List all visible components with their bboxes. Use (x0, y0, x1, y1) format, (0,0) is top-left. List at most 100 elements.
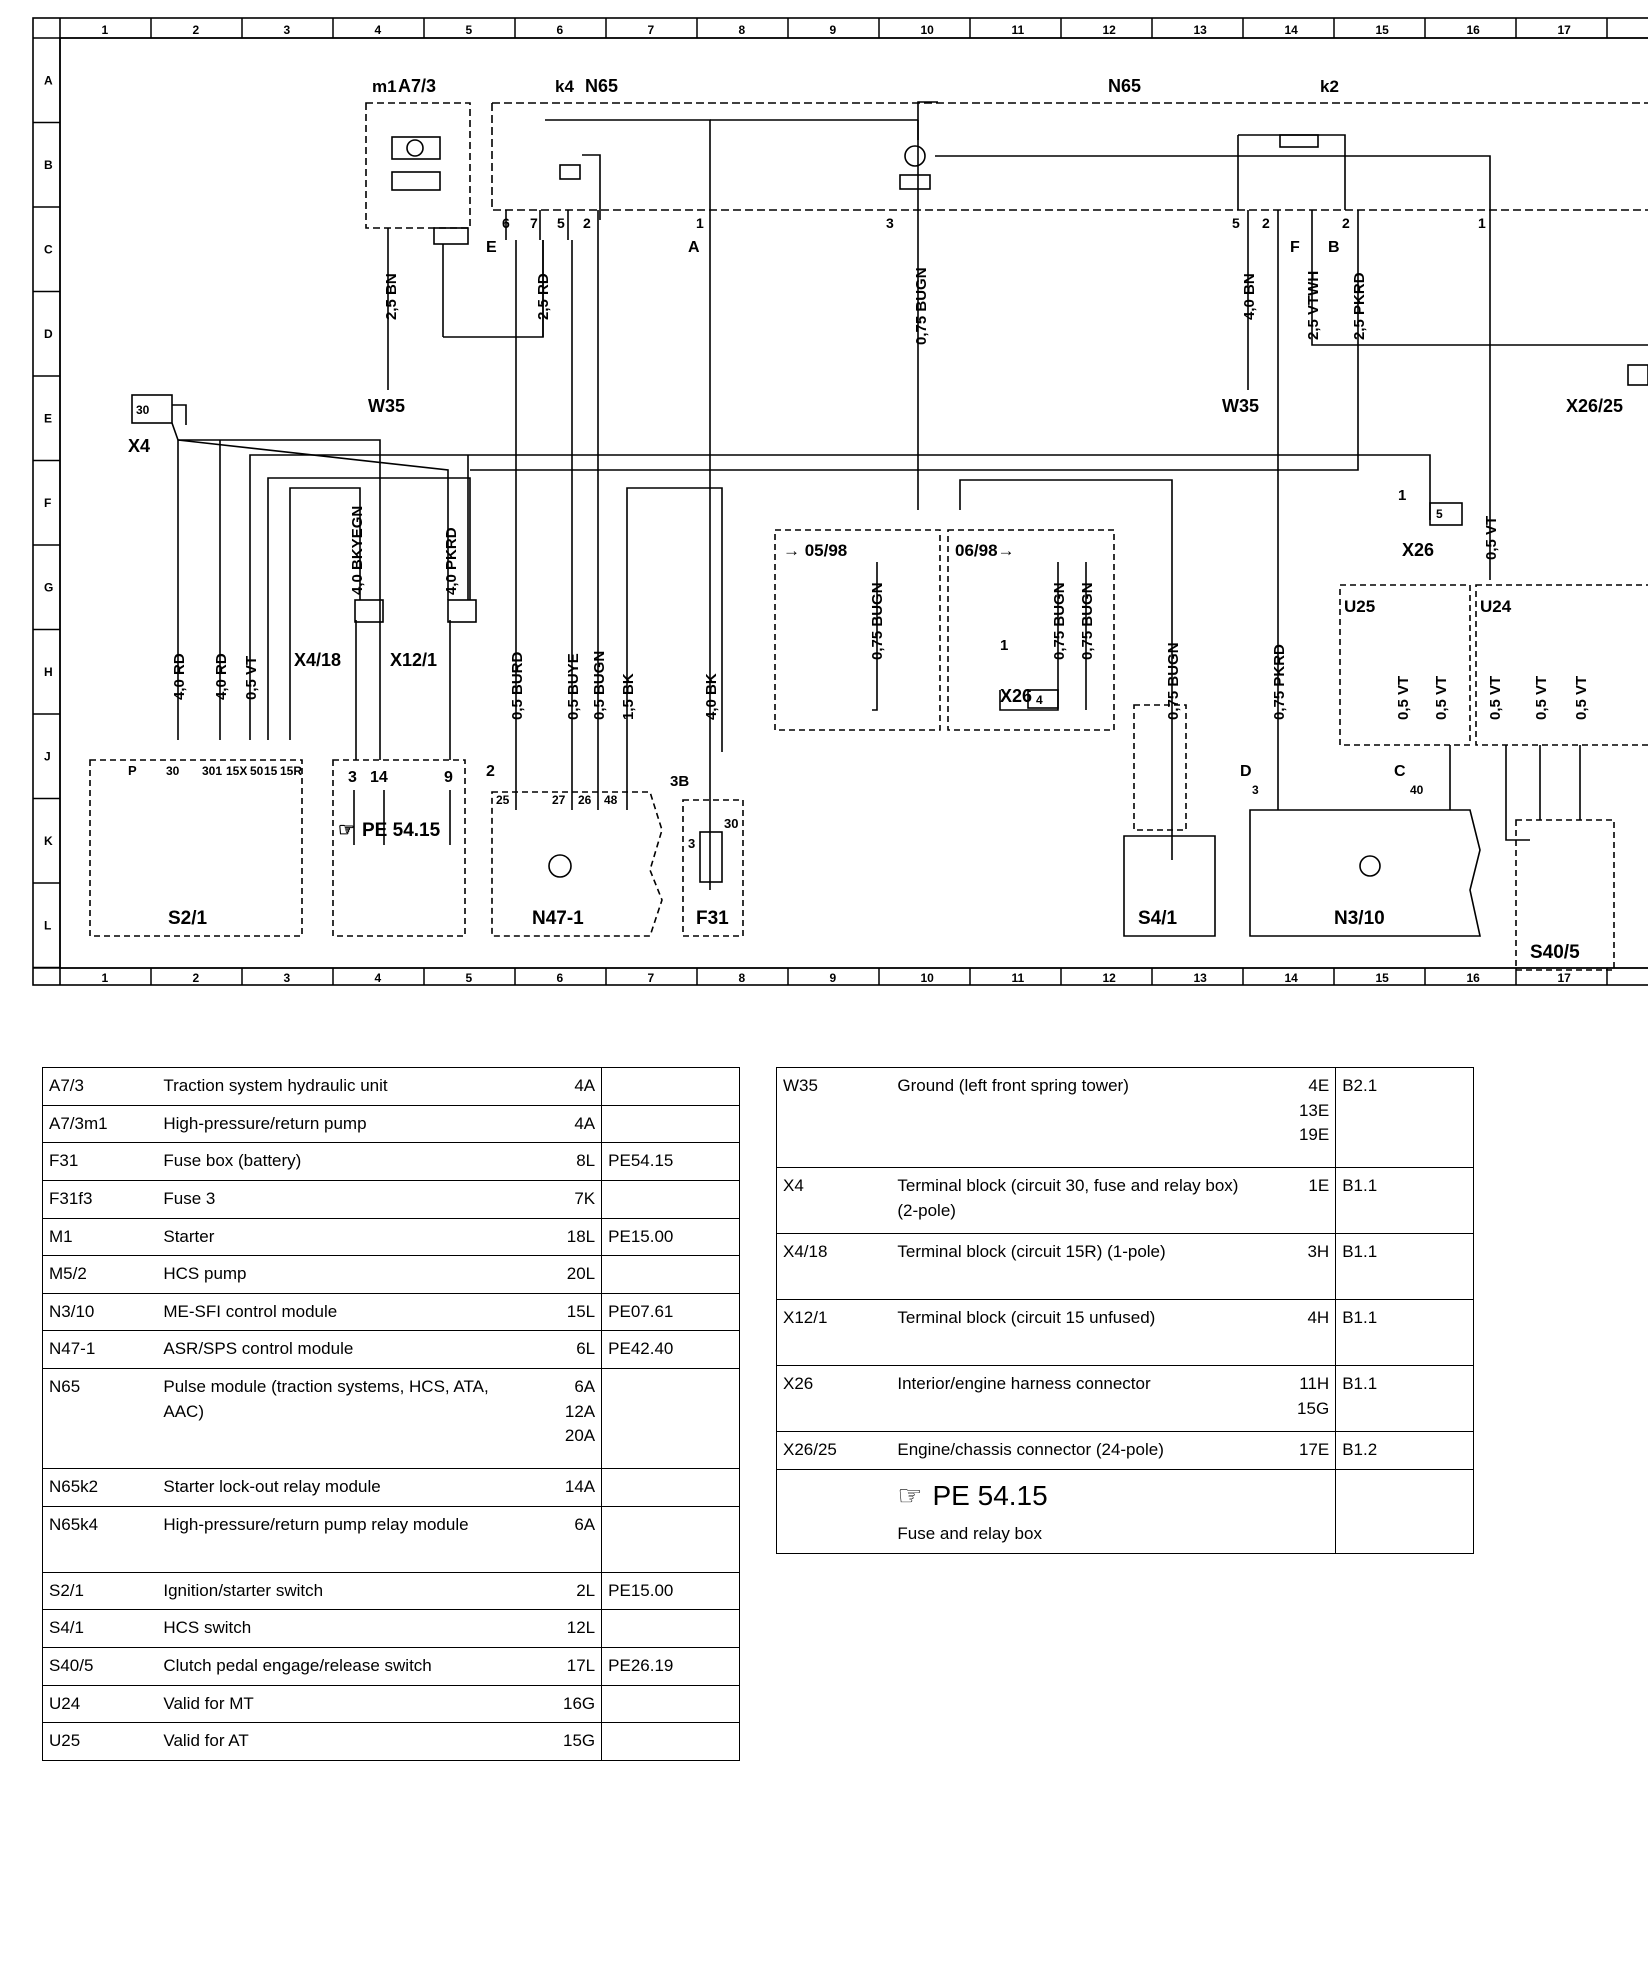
pin-n47-27: 27 (552, 793, 566, 807)
grid-col-label: 11 (1012, 971, 1025, 985)
legend-ref (601, 1179, 740, 1219)
legend-code: S4/1 (42, 1609, 158, 1649)
wire-2-5-bn-left: 2,5 BN (383, 273, 400, 320)
legend-location: 14A (511, 1468, 603, 1507)
legend-ref (601, 1468, 740, 1507)
wire-u24-c: 0,5 VT (1573, 676, 1590, 720)
grid-row-label: K (44, 834, 53, 848)
legend-desc: Valid for AT (157, 1722, 512, 1761)
legend-location: 12L (511, 1609, 603, 1649)
legend-desc: HCS switch (157, 1609, 512, 1649)
grid-col-label: 5 (466, 23, 473, 37)
pin-s2-15r: 15R (280, 764, 302, 778)
legend-code: X4/18 (776, 1233, 892, 1300)
legend-desc: Ground (left front spring tower) (891, 1067, 1246, 1168)
grid-col-label: 17 (1558, 23, 1572, 37)
pin-s2-15x: 15X (226, 764, 247, 778)
legend-location: 7K (511, 1179, 603, 1219)
legend-ref: B1.2 (1335, 1431, 1474, 1470)
legend-location: 4A (511, 1104, 603, 1144)
pin-1-right: 1 (1478, 215, 1486, 231)
legend-code: N47-1 (42, 1330, 158, 1370)
grid-row-label: F (44, 496, 51, 510)
grid-col-label: 3 (284, 971, 291, 985)
pin-6: 6 (502, 215, 510, 231)
wire-0-75-pkrd: 0,75 PKRD (1271, 644, 1288, 720)
legend-location-value: 13E (1298, 1100, 1330, 1120)
grid-col-label: 7 (648, 971, 655, 985)
label-s40-5: S40/5 (1530, 942, 1580, 963)
grid-col-label: 12 (1103, 971, 1117, 985)
legend-location-value: 6L (576, 1339, 596, 1359)
wire-4-0-rd-a: 4,0 RD (171, 653, 188, 700)
legend-location-value: 11H (1299, 1374, 1330, 1393)
legend-desc: Clutch pedal engage/release switch (157, 1647, 512, 1686)
legend-desc: ME-SFI control module (157, 1292, 512, 1332)
legend-ref: PE26.19 (601, 1647, 740, 1686)
pin-2: 2 (583, 215, 591, 231)
legend-code: W35 (776, 1067, 892, 1168)
wiring-diagram: 1122334455667788991010111112121313141415… (32, 17, 1648, 986)
legend-desc: Traction system hydraulic unit (157, 1067, 512, 1106)
pin-x26m-4: 4 (1036, 693, 1043, 707)
label-m1: m1 (372, 77, 397, 96)
legend-location-value: 17E (1298, 1440, 1330, 1459)
legend-location: 3H (1245, 1233, 1337, 1300)
label-k2: k2 (1320, 77, 1339, 96)
grid-col-label: 15 (1376, 23, 1390, 37)
grid-col-label: 1 (102, 971, 109, 985)
grid-row-label: D (44, 327, 53, 341)
label-n47-1: N47-1 (532, 908, 584, 929)
legend-location-value: 15L (566, 1301, 596, 1321)
pin-s2-30: 30 (166, 764, 180, 778)
pin-n47-2: 2 (486, 763, 495, 780)
pin-x26m-1: 1 (1000, 637, 1008, 654)
pin-b: B (1328, 239, 1340, 256)
legend-code: A7/3m1 (42, 1104, 158, 1144)
grid-col-label: 5 (466, 971, 473, 985)
pin-s2-301: 301 (202, 764, 222, 778)
legend-location: 6L (511, 1330, 603, 1370)
legend-location: 15G (511, 1722, 603, 1761)
label-f31: F31 (696, 908, 729, 929)
pin-s2-p: P (128, 763, 137, 778)
legend-desc: Engine/chassis connector (24-pole) (891, 1431, 1246, 1470)
legend-desc: Starter (157, 1217, 512, 1257)
wire-2-5-rd: 2,5 RD (535, 273, 552, 320)
legend-code: N65k4 (42, 1505, 158, 1573)
grid-col-label: 13 (1194, 971, 1208, 985)
legend-code: S2/1 (42, 1571, 158, 1611)
legend-location-value: 4A (574, 1076, 596, 1095)
legend-desc: Terminal block (circuit 30, fuse and rel… (891, 1167, 1246, 1234)
label-x26-mid: X26 (1000, 686, 1032, 706)
label-n65-right: N65 (1108, 76, 1141, 96)
grid-row-label: H (44, 665, 53, 679)
legend-code: U25 (42, 1722, 158, 1761)
legend-location-value: 6A (574, 1377, 596, 1397)
grid-col-label: 14 (1285, 23, 1299, 37)
label-x12-1: X12/1 (390, 650, 437, 670)
legend-note-spacer (776, 1468, 892, 1554)
label-x4-18: X4/18 (294, 650, 341, 670)
pin-n47-25: 25 (496, 793, 510, 807)
wire-2-5-vtwh: 2,5 VTWH (1305, 271, 1322, 340)
pin-e: E (486, 239, 497, 256)
pin-3: 3 (886, 215, 894, 231)
wire-4-0-pkrd: 4,0 PKRD (443, 527, 460, 595)
label-x26-right: X26 (1402, 540, 1434, 560)
legend-desc: Starter lock-out relay module (157, 1468, 512, 1507)
legend-desc: HCS pump (157, 1255, 512, 1294)
pointing-hand-icon: ☞ (897, 1479, 923, 1511)
grid-col-label: 6 (557, 23, 564, 37)
legend-location: 4H (1245, 1299, 1337, 1366)
legend-location-value: 2L (576, 1580, 596, 1600)
legend-location-value: 7K (574, 1188, 596, 1208)
grid-col-label: 12 (1103, 23, 1117, 37)
